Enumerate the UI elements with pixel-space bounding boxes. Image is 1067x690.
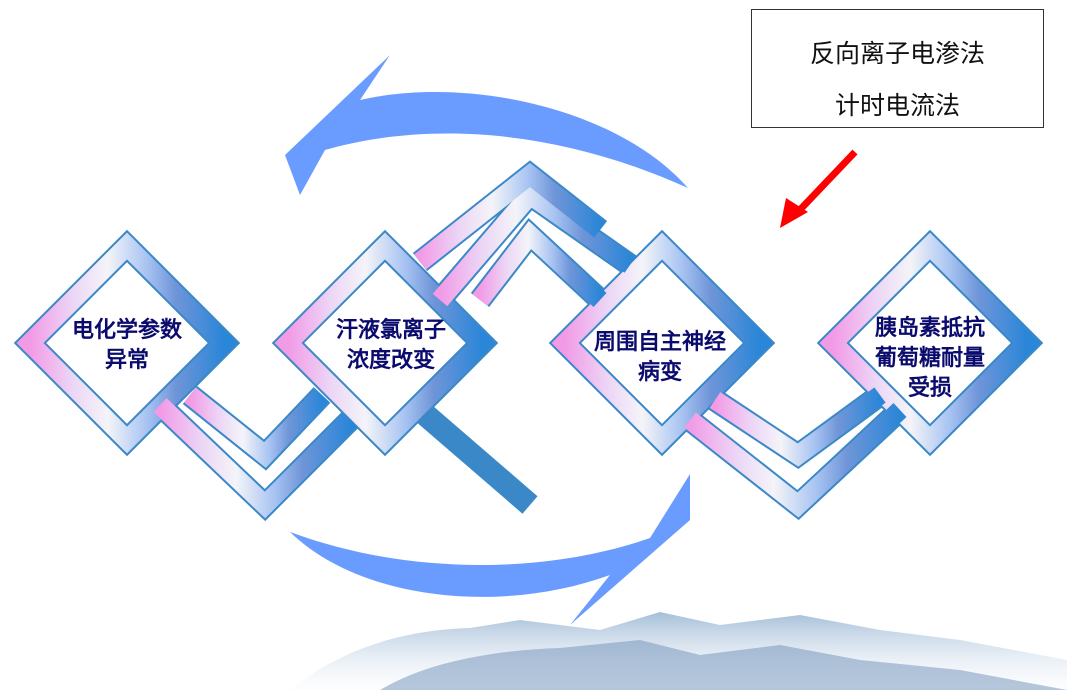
step-2-line-2: 浓度改变 <box>346 347 436 373</box>
step-4-line-3: 受损 <box>907 375 953 401</box>
step-1-line-2: 异常 <box>104 347 150 373</box>
method-reverse-iontophoresis: 反向离子电渗法 <box>809 39 985 68</box>
step-4-label: 胰岛素抵抗 葡萄糖耐量 受损 <box>875 313 985 403</box>
methods-box: 反向离子电渗法 计时电流法 <box>751 9 1044 128</box>
mountain-background <box>290 612 1067 690</box>
step-2-label: 汗液氯离子 浓度改变 <box>336 315 446 375</box>
step-1-line-1: 电化学参数 <box>71 317 183 343</box>
step-3-line-2: 病变 <box>637 359 683 385</box>
step-4-line-2: 葡萄糖耐量 <box>874 345 986 371</box>
zigzag-band <box>13 160 1044 522</box>
curved-arrow-left <box>285 55 688 195</box>
step-4-line-1: 胰岛素抵抗 <box>874 315 986 341</box>
step-3-label: 周围自主神经 病变 <box>594 327 726 387</box>
method-chronoamperometry: 计时电流法 <box>834 91 960 120</box>
step-3-line-1: 周围自主神经 <box>593 329 727 355</box>
step-2-line-1: 汗液氯离子 <box>335 317 447 343</box>
curved-arrow-right <box>290 474 690 625</box>
red-pointer-arrow <box>780 149 858 228</box>
step-1-label: 电化学参数 异常 <box>72 315 182 375</box>
